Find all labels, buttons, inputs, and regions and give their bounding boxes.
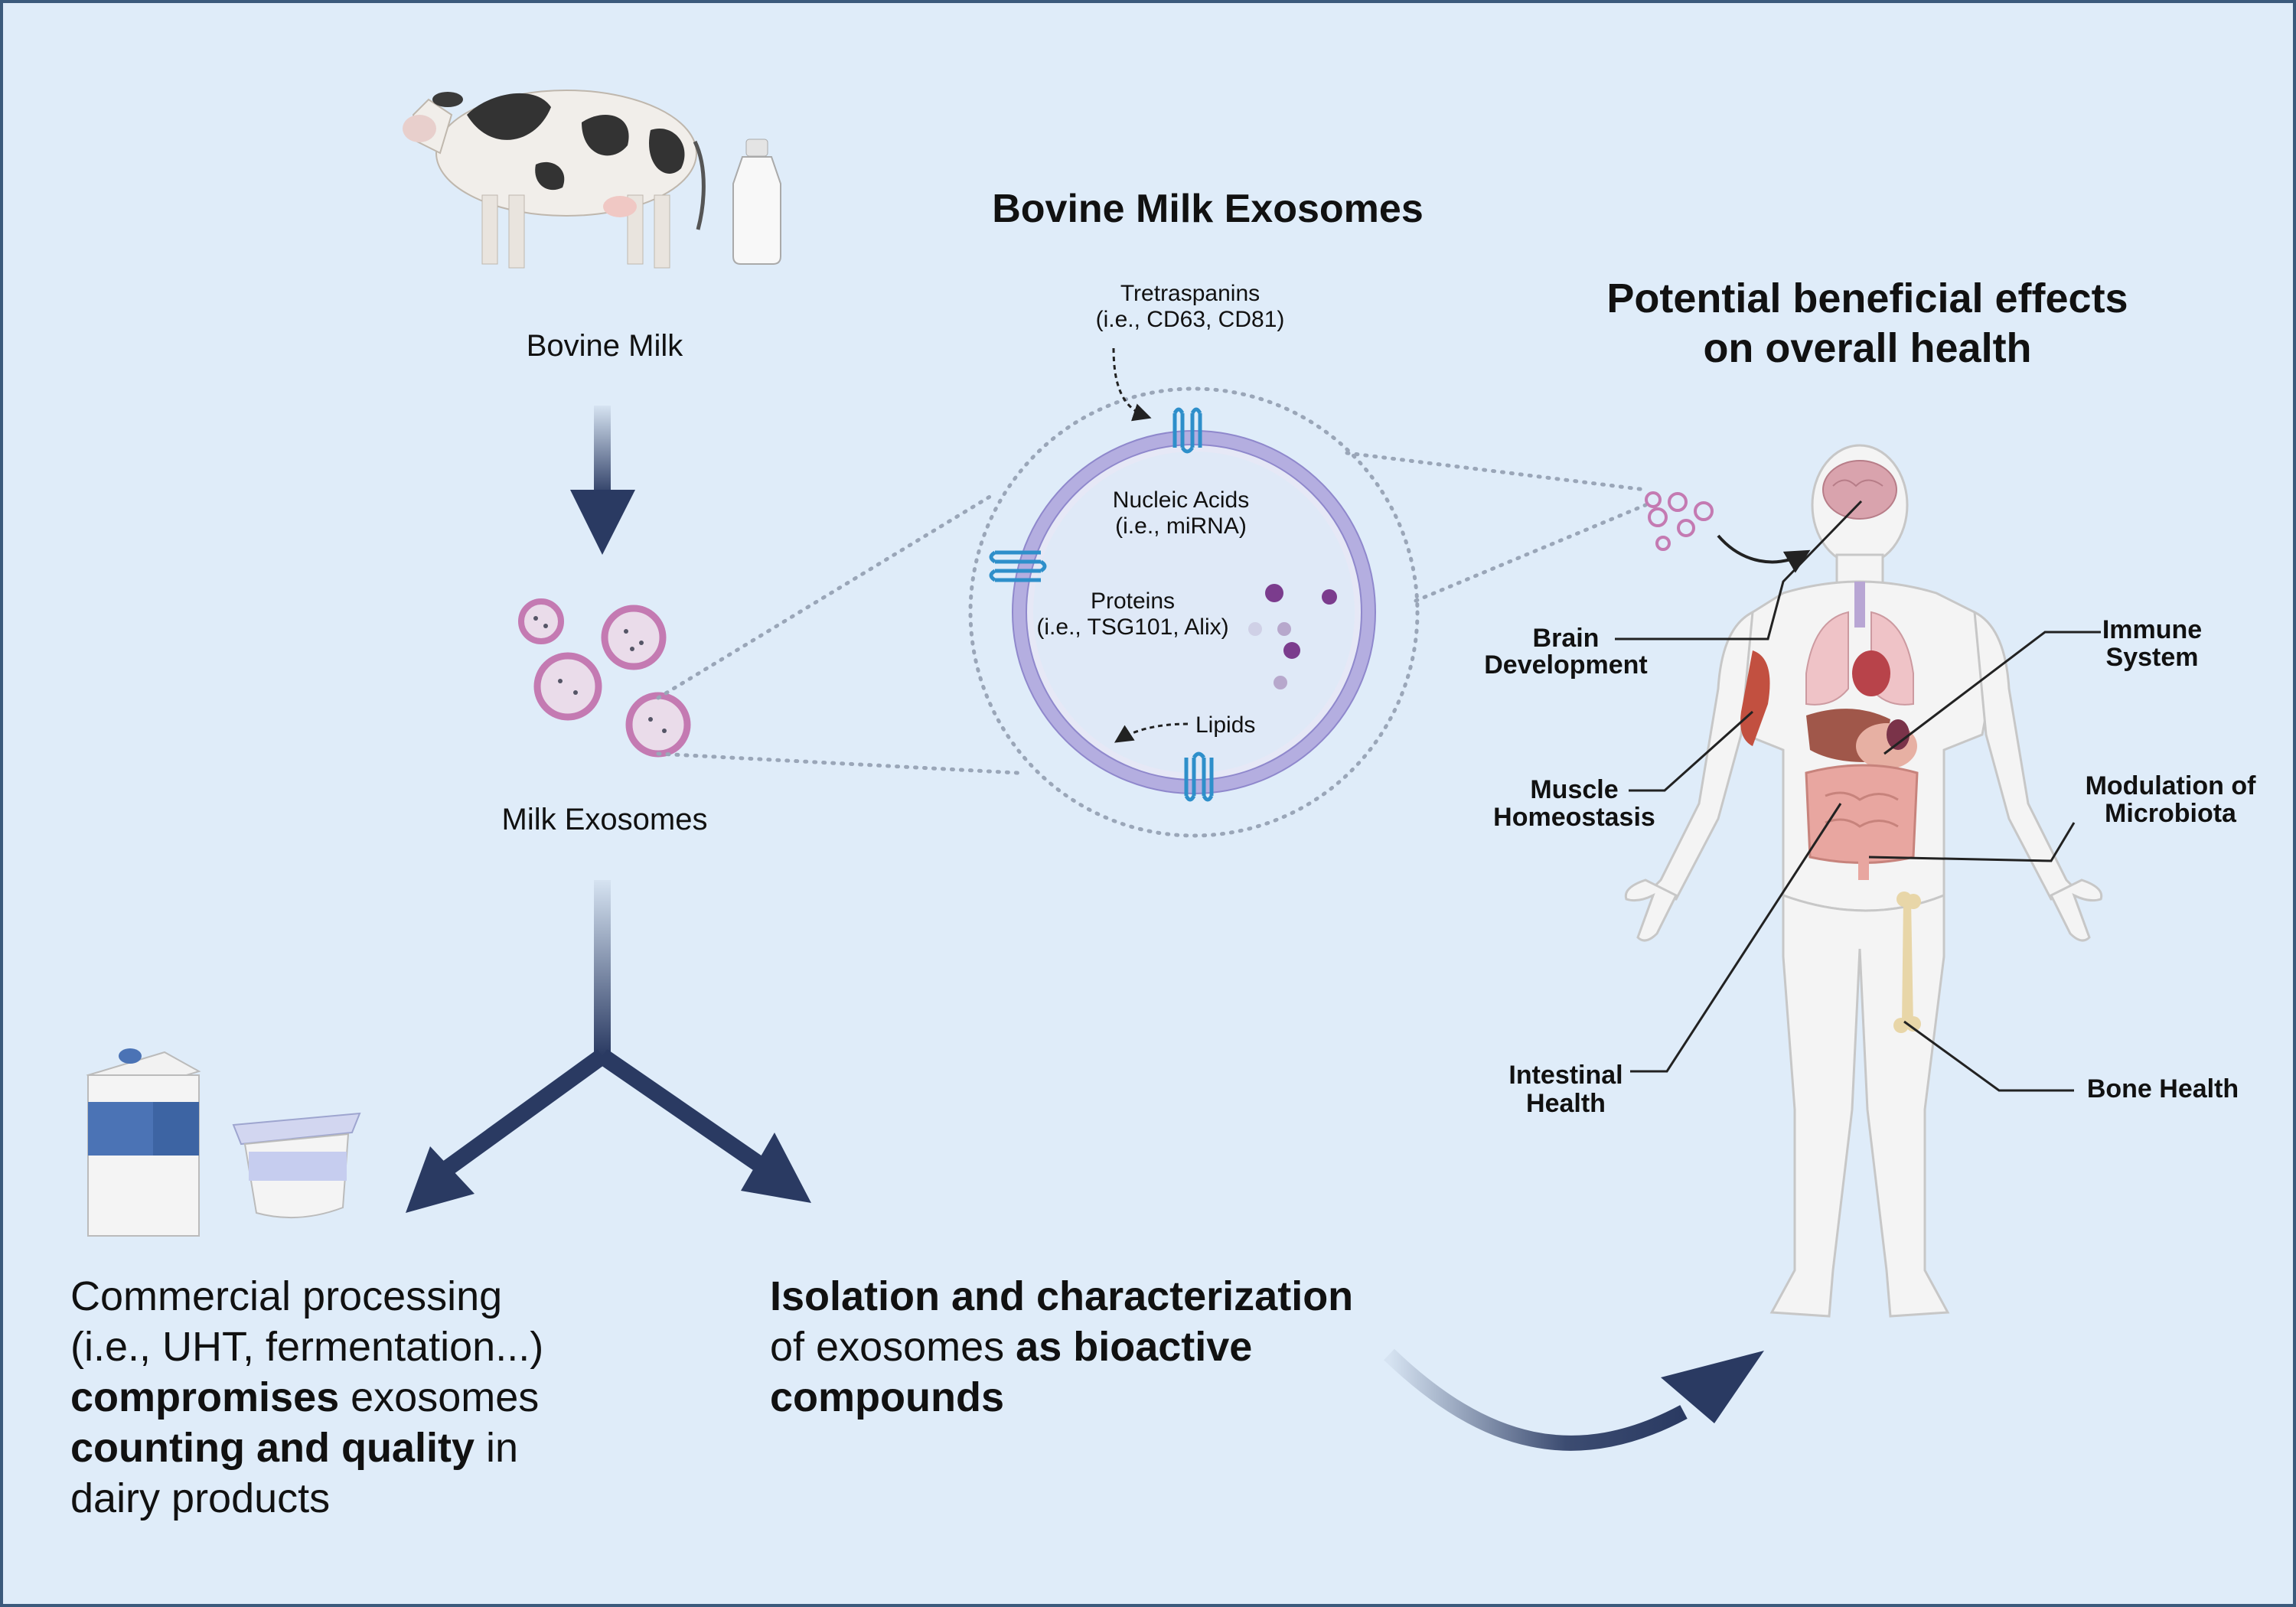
- arm-muscle-icon: [1740, 650, 1770, 746]
- bone-health-label: Bone Health: [2087, 1074, 2239, 1103]
- tetraspanins-pointer: [1112, 347, 1152, 422]
- bovine-milk-label: Bovine Milk: [527, 329, 684, 363]
- isolation-line2: of exosomes as bioactive: [770, 1324, 1252, 1370]
- processing-line4-bold: counting and quality: [70, 1425, 475, 1471]
- intestinal-health-label-line1: Intestinal: [1508, 1061, 1623, 1090]
- brain-organ-icon: [1822, 460, 1897, 520]
- heart-organ-icon: [1852, 650, 1890, 696]
- arrow-milk-to-exosomes: [570, 406, 635, 555]
- brain-development-label-line2: Development: [1484, 650, 1648, 680]
- femur-bone-icon: [1893, 892, 1921, 1033]
- intestines-organ-icon: [1805, 764, 1919, 880]
- tetraspanins-label-line1: Tretraspanins: [1120, 281, 1260, 306]
- proteins-label-line2: (i.e., TSG101, Alix): [1036, 614, 1228, 640]
- processing-line4: counting and quality in: [70, 1425, 518, 1471]
- muscle-homeostasis-label-line1: Muscle: [1530, 775, 1618, 804]
- exosomes-title: Bovine Milk Exosomes: [992, 187, 1424, 231]
- exosome-to-body-arrow: [1717, 534, 1811, 573]
- milk-exosomes-label: Milk Exosomes: [502, 803, 708, 836]
- lipids-pointer: [1114, 722, 1189, 743]
- processing-line3-rest: exosomes: [339, 1374, 539, 1420]
- exosome-cluster-near-head: [1645, 491, 1714, 551]
- isolation-line2-bold: as bioactive: [1016, 1324, 1252, 1370]
- microbiota-label-line2: Microbiota: [2105, 799, 2237, 828]
- exosome-structure: [968, 386, 1420, 838]
- zoom-lines-right: [1345, 451, 1648, 603]
- membrane-protein-icon-left: [989, 550, 1047, 582]
- tetraspanins-label-line2: (i.e., CD63, CD81): [1096, 307, 1285, 332]
- isolation-line3: compounds: [770, 1374, 1004, 1420]
- effects-title-line2: on overall health: [1703, 325, 2031, 371]
- processing-line2: (i.e., UHT, fermentation...): [70, 1324, 543, 1370]
- proteins-label-line1: Proteins: [1091, 588, 1175, 614]
- milk-exosome-particles: [518, 598, 691, 758]
- processing-line5: dairy products: [70, 1475, 330, 1521]
- processing-line3: compromises exosomes: [70, 1374, 539, 1420]
- cow-illustration: [403, 90, 706, 269]
- callout-lines: [1615, 500, 2101, 1092]
- nucleic-acid-dots: [1248, 584, 1337, 689]
- intestinal-health-label-line2: Health: [1526, 1089, 1606, 1118]
- microbiota-label-line1: Modulation of: [2086, 771, 2257, 800]
- nucleic-acids-label-line1: Nucleic Acids: [1113, 487, 1249, 513]
- nucleic-acids-label-line2: (i.e., miRNA): [1115, 513, 1247, 539]
- milk-carton-icon: [86, 1048, 201, 1237]
- tetraspanin-protein-icon-bottom: [1184, 751, 1214, 802]
- milk-bottle-icon: [732, 139, 781, 265]
- lipids-label: Lipids: [1195, 712, 1255, 738]
- isolation-line1: Isolation and characterization: [770, 1273, 1353, 1319]
- yogurt-cup-icon: [232, 1112, 361, 1219]
- processing-line3-bold: compromises: [70, 1374, 339, 1420]
- immune-system-label-line1: Immune: [2102, 615, 2202, 644]
- liver-stomach-organ-icon: [1806, 709, 1917, 769]
- curved-arrow-to-body: [1384, 1348, 1764, 1451]
- split-arrows: [406, 880, 811, 1213]
- brain-development-label-line1: Brain: [1533, 624, 1600, 653]
- immune-system-label-line2: System: [2106, 643, 2199, 672]
- processing-line4-rest: in: [475, 1425, 518, 1471]
- muscle-homeostasis-label-line2: Homeostasis: [1493, 803, 1655, 832]
- tetraspanin-protein-icon-top: [1172, 407, 1202, 454]
- zoom-lines-left: [656, 491, 1020, 775]
- processing-line1: Commercial processing: [70, 1273, 502, 1319]
- effects-title-line1: Potential beneficial effects: [1606, 275, 2128, 321]
- isolation-line2-pre: of exosomes: [770, 1324, 1016, 1370]
